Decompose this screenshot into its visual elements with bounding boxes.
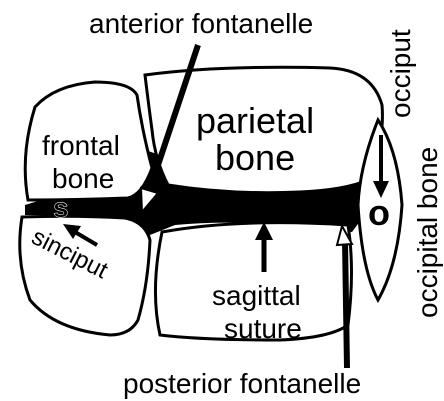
parietal-label: parietal [196, 100, 314, 141]
s-marker: s [53, 192, 69, 223]
occiput-label: occiput [385, 29, 416, 118]
o-marker: o [368, 192, 390, 233]
posterior-fontanelle-label: posterior fontanelle [123, 368, 361, 399]
sagittal-label: sagittal [212, 280, 301, 311]
frontal-label: frontal [42, 130, 120, 161]
occipital-bone-label: occipital bone [412, 147, 443, 318]
suture-label: suture [224, 313, 302, 344]
posterior-fontanelle-arrow-shaft [345, 240, 347, 368]
frontal-bone-label: bone [52, 163, 114, 194]
anterior-fontanelle-label: anterior fontanelle [89, 8, 313, 39]
parietal-bone-label: bone [215, 137, 295, 178]
